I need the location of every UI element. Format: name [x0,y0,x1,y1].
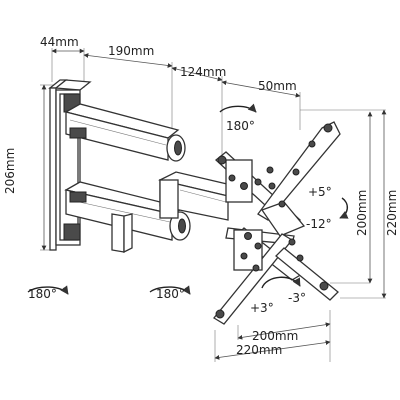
outer-arm [158,171,246,221]
level-minus-label: -3° [288,291,306,305]
tilt-down-label: -12° [306,217,332,231]
dimension-lines [41,48,387,360]
dim-200-horizontal: 200mm [252,329,298,343]
dim-44: 44mm [40,35,79,49]
swivel-mid-label: 180° [156,287,185,301]
dim-220-horizontal: 220mm [236,343,282,357]
vesa-plate [213,121,341,325]
dim-200-vertical: 200mm [355,190,369,236]
swivel-top-label: 180° [226,119,255,133]
rotation-arrow-icon [27,103,349,295]
dim-190: 190mm [108,44,154,58]
dim-50: 50mm [258,79,297,93]
swivel-left-label: 180° [28,287,57,301]
lower-arm [64,181,191,254]
upper-arm [64,103,186,162]
level-plus-label: +3° [250,301,274,315]
dim-206: 206mm [3,148,17,194]
dim-220-vertical: 220mm [385,190,399,236]
dim-124: 124mm [180,65,226,79]
tilt-up-label: +5° [308,185,332,199]
